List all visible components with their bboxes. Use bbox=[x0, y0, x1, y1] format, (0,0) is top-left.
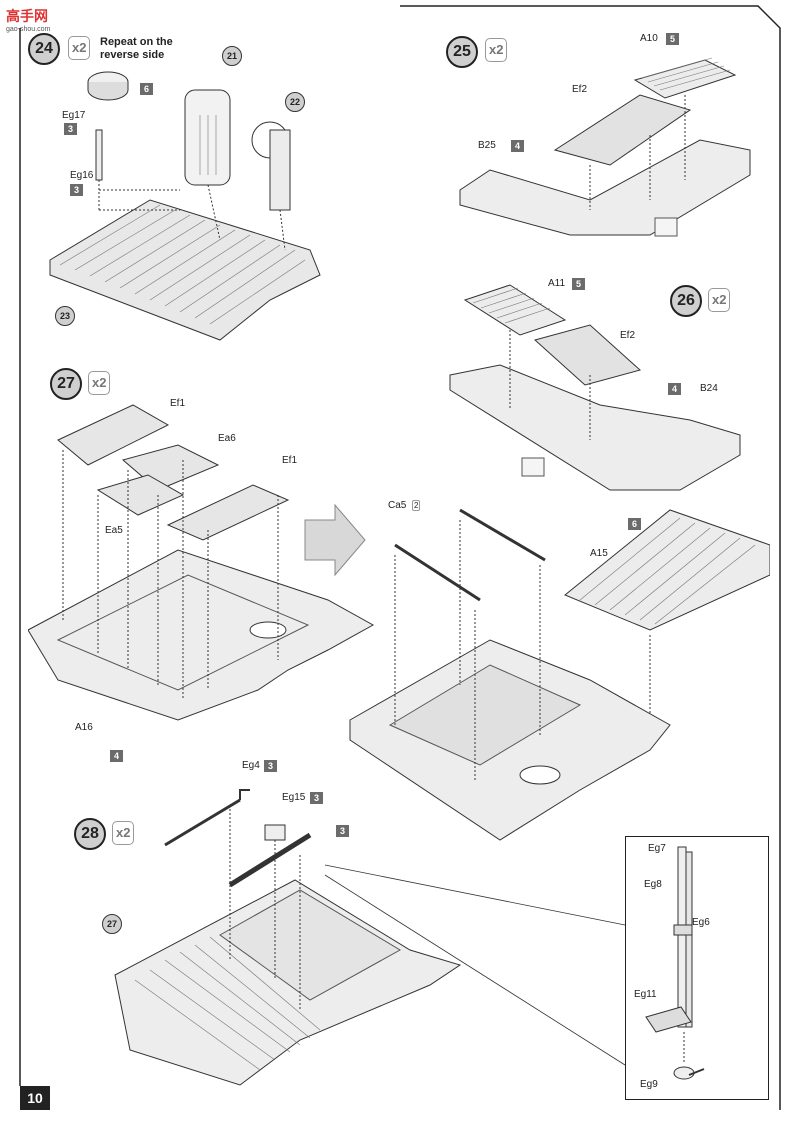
part-eg6: Eg6 bbox=[692, 917, 710, 928]
step-26-b24-paint: 4 bbox=[668, 383, 682, 395]
step-27-a15-paint: 6 bbox=[628, 518, 642, 530]
step-26-a11-paint: 5 bbox=[572, 278, 586, 290]
step-24-eg17-paint: 6 bbox=[140, 83, 154, 95]
step-28-drawing bbox=[114, 789, 626, 1086]
step-28-circle: 28 bbox=[74, 818, 106, 850]
part-b25: B25 bbox=[478, 140, 496, 151]
step-24-note: Repeat on the reverse side bbox=[100, 36, 173, 61]
detail-inset: Eg7 Eg8 Eg6 Eg11 Eg9 bbox=[625, 836, 769, 1100]
step-25-multiplier: x2 bbox=[485, 38, 508, 62]
subassembly-22: 22 bbox=[285, 92, 305, 112]
step-24-circle: 24 bbox=[28, 33, 60, 65]
part-eg9: Eg9 bbox=[640, 1079, 658, 1090]
watermark-url: gao-shou.com bbox=[6, 26, 51, 33]
part-a11: A11 bbox=[548, 278, 566, 289]
part-a10: A10 bbox=[640, 33, 658, 44]
step-25-a10-paint: 5 bbox=[666, 33, 680, 45]
step-28-eg15-paint: 3 bbox=[310, 792, 324, 804]
part-ea5: Ea5 bbox=[105, 525, 123, 536]
part-ea6: Ea6 bbox=[218, 433, 236, 444]
part-a16: A16 bbox=[75, 722, 93, 733]
subassembly-27: 27 bbox=[102, 914, 122, 934]
part-eg15: Eg15 bbox=[282, 792, 306, 803]
part-eg17: Eg17 bbox=[62, 110, 86, 121]
step-27-right-drawing bbox=[349, 508, 770, 841]
step-26-drawing bbox=[449, 284, 741, 491]
part-eg4: Eg4 bbox=[242, 760, 260, 771]
watermark-title: 高手网 bbox=[6, 8, 48, 24]
part-eg7: Eg7 bbox=[648, 843, 666, 854]
page-number: 10 bbox=[20, 1086, 50, 1110]
step-24-eg16-color: 3 bbox=[70, 184, 84, 196]
flow-arrow bbox=[304, 503, 366, 577]
step-26-circle: 26 bbox=[670, 285, 702, 317]
part-ef1-a: Ef1 bbox=[170, 398, 186, 409]
step-24-multiplier: x2 bbox=[68, 36, 91, 60]
part-a15: A15 bbox=[590, 548, 608, 559]
step-24-eg17-color: 3 bbox=[64, 123, 78, 135]
step-27-circle: 27 bbox=[50, 368, 82, 400]
part-ef2-26: Ef2 bbox=[620, 330, 636, 341]
subassembly-21: 21 bbox=[222, 46, 242, 66]
step-27-multiplier: x2 bbox=[88, 371, 111, 395]
part-eg8: Eg8 bbox=[644, 879, 662, 890]
subassembly-23: 23 bbox=[55, 306, 75, 326]
watermark-logo: 高手网 gao-shou.com bbox=[6, 6, 50, 33]
step-27-a16-paint: 4 bbox=[110, 750, 124, 762]
step-28-gun-paint: 3 bbox=[336, 825, 350, 837]
part-ef2-25: Ef2 bbox=[572, 84, 588, 95]
step-24-drawing bbox=[49, 71, 321, 341]
part-eg11: Eg11 bbox=[634, 989, 657, 1000]
step-28-eg4-paint: 3 bbox=[264, 760, 278, 772]
step-28-multiplier: x2 bbox=[112, 821, 135, 845]
detail-drawing bbox=[645, 846, 705, 1080]
ca5-multiplier: 2 bbox=[412, 500, 421, 511]
part-b24: B24 bbox=[700, 383, 718, 394]
part-eg16: Eg16 bbox=[70, 170, 94, 181]
step-26-multiplier: x2 bbox=[708, 288, 731, 312]
step-27-left-drawing bbox=[28, 404, 375, 721]
part-ca5: Ca5 bbox=[388, 500, 407, 511]
step-25-drawing bbox=[459, 57, 751, 237]
part-ef1-b: Ef1 bbox=[282, 455, 298, 466]
step-25-b25-paint: 4 bbox=[511, 140, 525, 152]
step-25-circle: 25 bbox=[446, 36, 478, 68]
